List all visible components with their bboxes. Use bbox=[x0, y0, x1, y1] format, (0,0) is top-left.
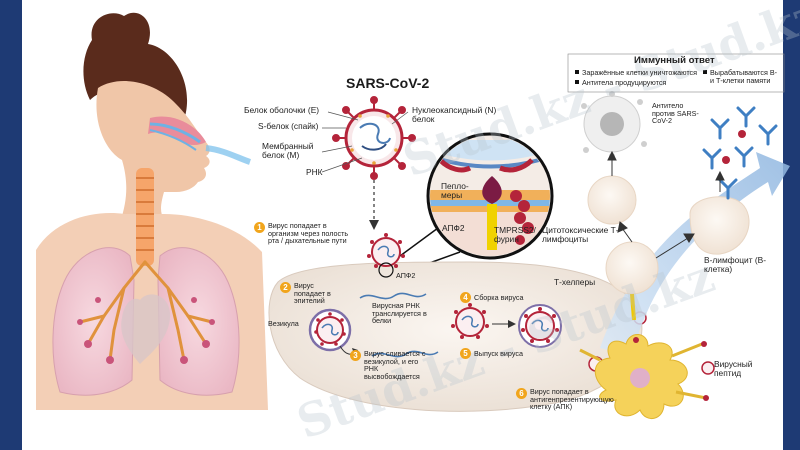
label-b-cell: В-лимфоцит (В-клетка) bbox=[704, 255, 767, 274]
antibody-bound-virions bbox=[722, 130, 746, 164]
label-vesicle: Везикула bbox=[268, 319, 299, 328]
assembly-virus bbox=[451, 303, 516, 339]
label-viral-peptide: Вирусный пептид bbox=[714, 359, 753, 378]
cytotoxic-t-cell bbox=[587, 175, 637, 225]
label-cytotoxic: Цитотоксические Т-лимфоциты bbox=[542, 225, 619, 244]
label-antibody: Антитело против SARS-CoV-2 bbox=[652, 101, 699, 126]
apc-cell bbox=[579, 334, 709, 419]
step-text: Вирус сливается с везикулой, и его РНК в… bbox=[364, 349, 426, 381]
label-spike-protein: S-белок (спайк) bbox=[258, 121, 319, 131]
step-badge: 1 bbox=[254, 222, 265, 233]
immune-legend-item: Вырабатываются В- и Т-клетки памяти bbox=[710, 68, 778, 85]
rna-strand bbox=[359, 292, 427, 300]
step-text: Выпуск вируса bbox=[474, 349, 523, 358]
left-frame-bar bbox=[0, 0, 22, 450]
step-text: Вирус попадает в антигенпрезентирующую к… bbox=[530, 387, 614, 412]
legend-marker bbox=[575, 80, 579, 84]
label-viral-rna: Вирусная РНК транслируется в белки bbox=[372, 301, 427, 326]
label-ace2-zoom: АПФ2 bbox=[442, 223, 465, 233]
legend-marker bbox=[703, 70, 707, 74]
step-text: Вирус попадает в организм через полость … bbox=[268, 221, 349, 246]
entering-virus bbox=[367, 233, 405, 278]
label-rna: РНК bbox=[306, 167, 323, 177]
immune-flow-arrow bbox=[600, 152, 790, 356]
immune-legend-box bbox=[567, 53, 785, 93]
b-cell bbox=[689, 196, 750, 255]
label-membrane-protein: Мембранный белок (M) bbox=[262, 141, 314, 160]
large-virus bbox=[321, 96, 416, 230]
released-virus bbox=[518, 304, 562, 348]
step-badge: 3 bbox=[350, 350, 361, 361]
label-nucleocapsid: Нуклеокапсидный (N) белок bbox=[412, 105, 497, 124]
immune-legend-item: Заражённые клетки уничтожаются bbox=[582, 68, 698, 77]
immune-arrows bbox=[607, 150, 725, 259]
antibodies bbox=[702, 106, 778, 200]
immune-title: Иммунный ответ bbox=[634, 55, 715, 66]
virus-title: SARS-CoV-2 bbox=[346, 75, 430, 91]
label-envelope-protein: Белок оболочки (E) bbox=[244, 105, 320, 115]
step-text: Вирус попадает в эпителий bbox=[294, 281, 331, 306]
label-peplomers: Пепло-меры bbox=[441, 181, 469, 200]
step-badge: 5 bbox=[460, 348, 471, 359]
infected-cell-destroyed bbox=[581, 91, 647, 159]
immune-legend-item: Антитела продуцируются bbox=[582, 78, 667, 87]
step-badge: 2 bbox=[280, 282, 291, 293]
step-badge: 6 bbox=[516, 388, 527, 399]
right-frame-strip bbox=[783, 0, 800, 450]
step-text: Сборка вируса bbox=[474, 293, 524, 302]
vesicle-virus bbox=[308, 308, 358, 355]
label-tmprss2: TMPRSS2/ фурин bbox=[494, 225, 536, 244]
legend-marker bbox=[575, 70, 579, 74]
human-figure bbox=[36, 12, 268, 410]
label-ace2-small: АПФ2 bbox=[396, 271, 416, 280]
step-badge: 4 bbox=[460, 292, 471, 303]
label-t-helpers: Т-хелперы bbox=[554, 277, 596, 287]
rna-strand bbox=[371, 350, 439, 358]
